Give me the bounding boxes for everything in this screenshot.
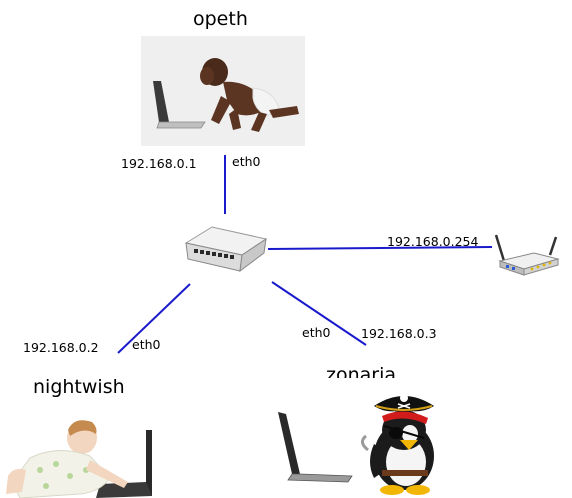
- link-switch-nightwish: [117, 283, 191, 354]
- opeth-iface-label: eth0: [232, 154, 261, 169]
- opeth-ip-label: 192.168.0.1: [121, 156, 197, 171]
- zonaria-ip-label: 192.168.0.3: [361, 326, 437, 341]
- zonaria-iface-label: eth0: [302, 325, 331, 340]
- router-ip-label: 192.168.0.254: [387, 234, 479, 249]
- node-title-opeth: opeth: [193, 8, 248, 30]
- crawling-baby-with-laptop-photo: [141, 36, 305, 146]
- nightwish-ip-label: 192.168.0.2: [23, 340, 99, 355]
- node-title-nightwish: nightwish: [33, 376, 125, 398]
- toddler-with-laptop-photo: [6, 420, 152, 498]
- nightwish-iface-label: eth0: [132, 337, 161, 352]
- pirate-penguin-with-laptop: [272, 378, 442, 498]
- wireless-router-icon: [494, 234, 560, 276]
- network-switch-icon: [184, 226, 268, 273]
- link-switch-router: [267, 246, 493, 250]
- link-switch-zonaria: [271, 281, 367, 346]
